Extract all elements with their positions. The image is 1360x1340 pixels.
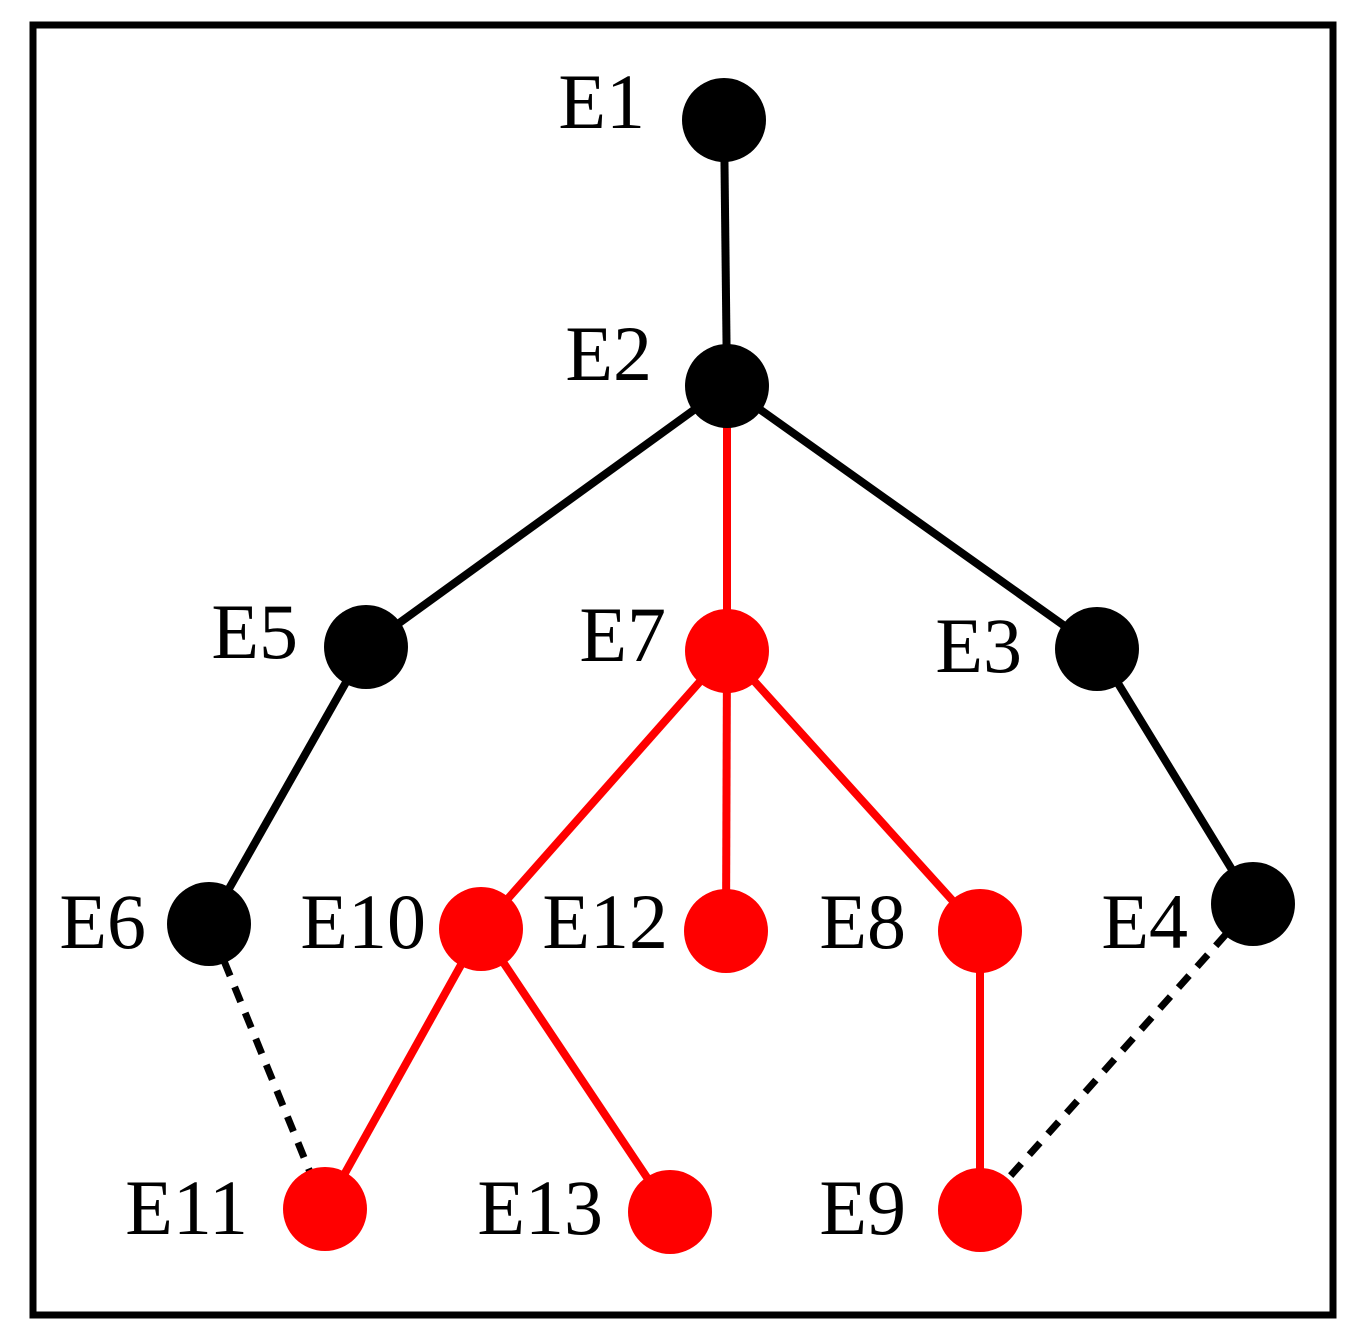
node-label-e7: E7 bbox=[579, 591, 666, 678]
node-e8 bbox=[938, 889, 1022, 973]
edge-e5-e6 bbox=[205, 645, 370, 926]
node-label-e6: E6 bbox=[59, 878, 146, 965]
node-e10 bbox=[439, 887, 523, 971]
edge-e3-e4 bbox=[1093, 646, 1257, 907]
node-e6 bbox=[167, 882, 251, 966]
diagram-frame bbox=[29, 21, 1337, 1319]
edge-e7-e8 bbox=[724, 648, 983, 934]
node-label-e13: E13 bbox=[477, 1164, 603, 1251]
node-label-e2: E2 bbox=[565, 310, 652, 397]
node-e11 bbox=[283, 1167, 367, 1251]
node-e7 bbox=[685, 609, 769, 693]
node-e12 bbox=[684, 889, 768, 973]
node-e9 bbox=[938, 1168, 1022, 1252]
edge-e6-e11 bbox=[220, 959, 315, 1177]
node-e13 bbox=[628, 1170, 712, 1254]
edge-e10-e11 bbox=[321, 927, 485, 1211]
edge-e2-e3 bbox=[724, 382, 1100, 653]
edge-e4-e9 bbox=[1001, 931, 1229, 1186]
node-label-e9: E9 bbox=[819, 1164, 906, 1251]
edge-e1-e2 bbox=[720, 119, 731, 387]
node-e4 bbox=[1211, 862, 1295, 946]
edge-e7-e12 bbox=[722, 650, 731, 932]
node-label-e10: E10 bbox=[300, 878, 426, 965]
node-label-e5: E5 bbox=[211, 588, 298, 675]
node-e3 bbox=[1055, 607, 1139, 691]
node-label-e1: E1 bbox=[558, 58, 645, 145]
edge-e2-e5 bbox=[363, 382, 730, 651]
node-label-e4: E4 bbox=[1101, 878, 1188, 965]
nodes-layer bbox=[167, 78, 1295, 1254]
node-label-e12: E12 bbox=[542, 878, 668, 965]
node-label-e8: E8 bbox=[819, 878, 906, 965]
edge-e7-e10 bbox=[478, 648, 730, 932]
edges-layer bbox=[205, 119, 1257, 1215]
node-label-e11: E11 bbox=[125, 1164, 248, 1251]
node-e2 bbox=[685, 344, 769, 428]
edge-e10-e13 bbox=[477, 926, 674, 1215]
node-e5 bbox=[324, 605, 408, 689]
node-label-e3: E3 bbox=[935, 602, 1022, 689]
node-e1 bbox=[682, 78, 766, 162]
